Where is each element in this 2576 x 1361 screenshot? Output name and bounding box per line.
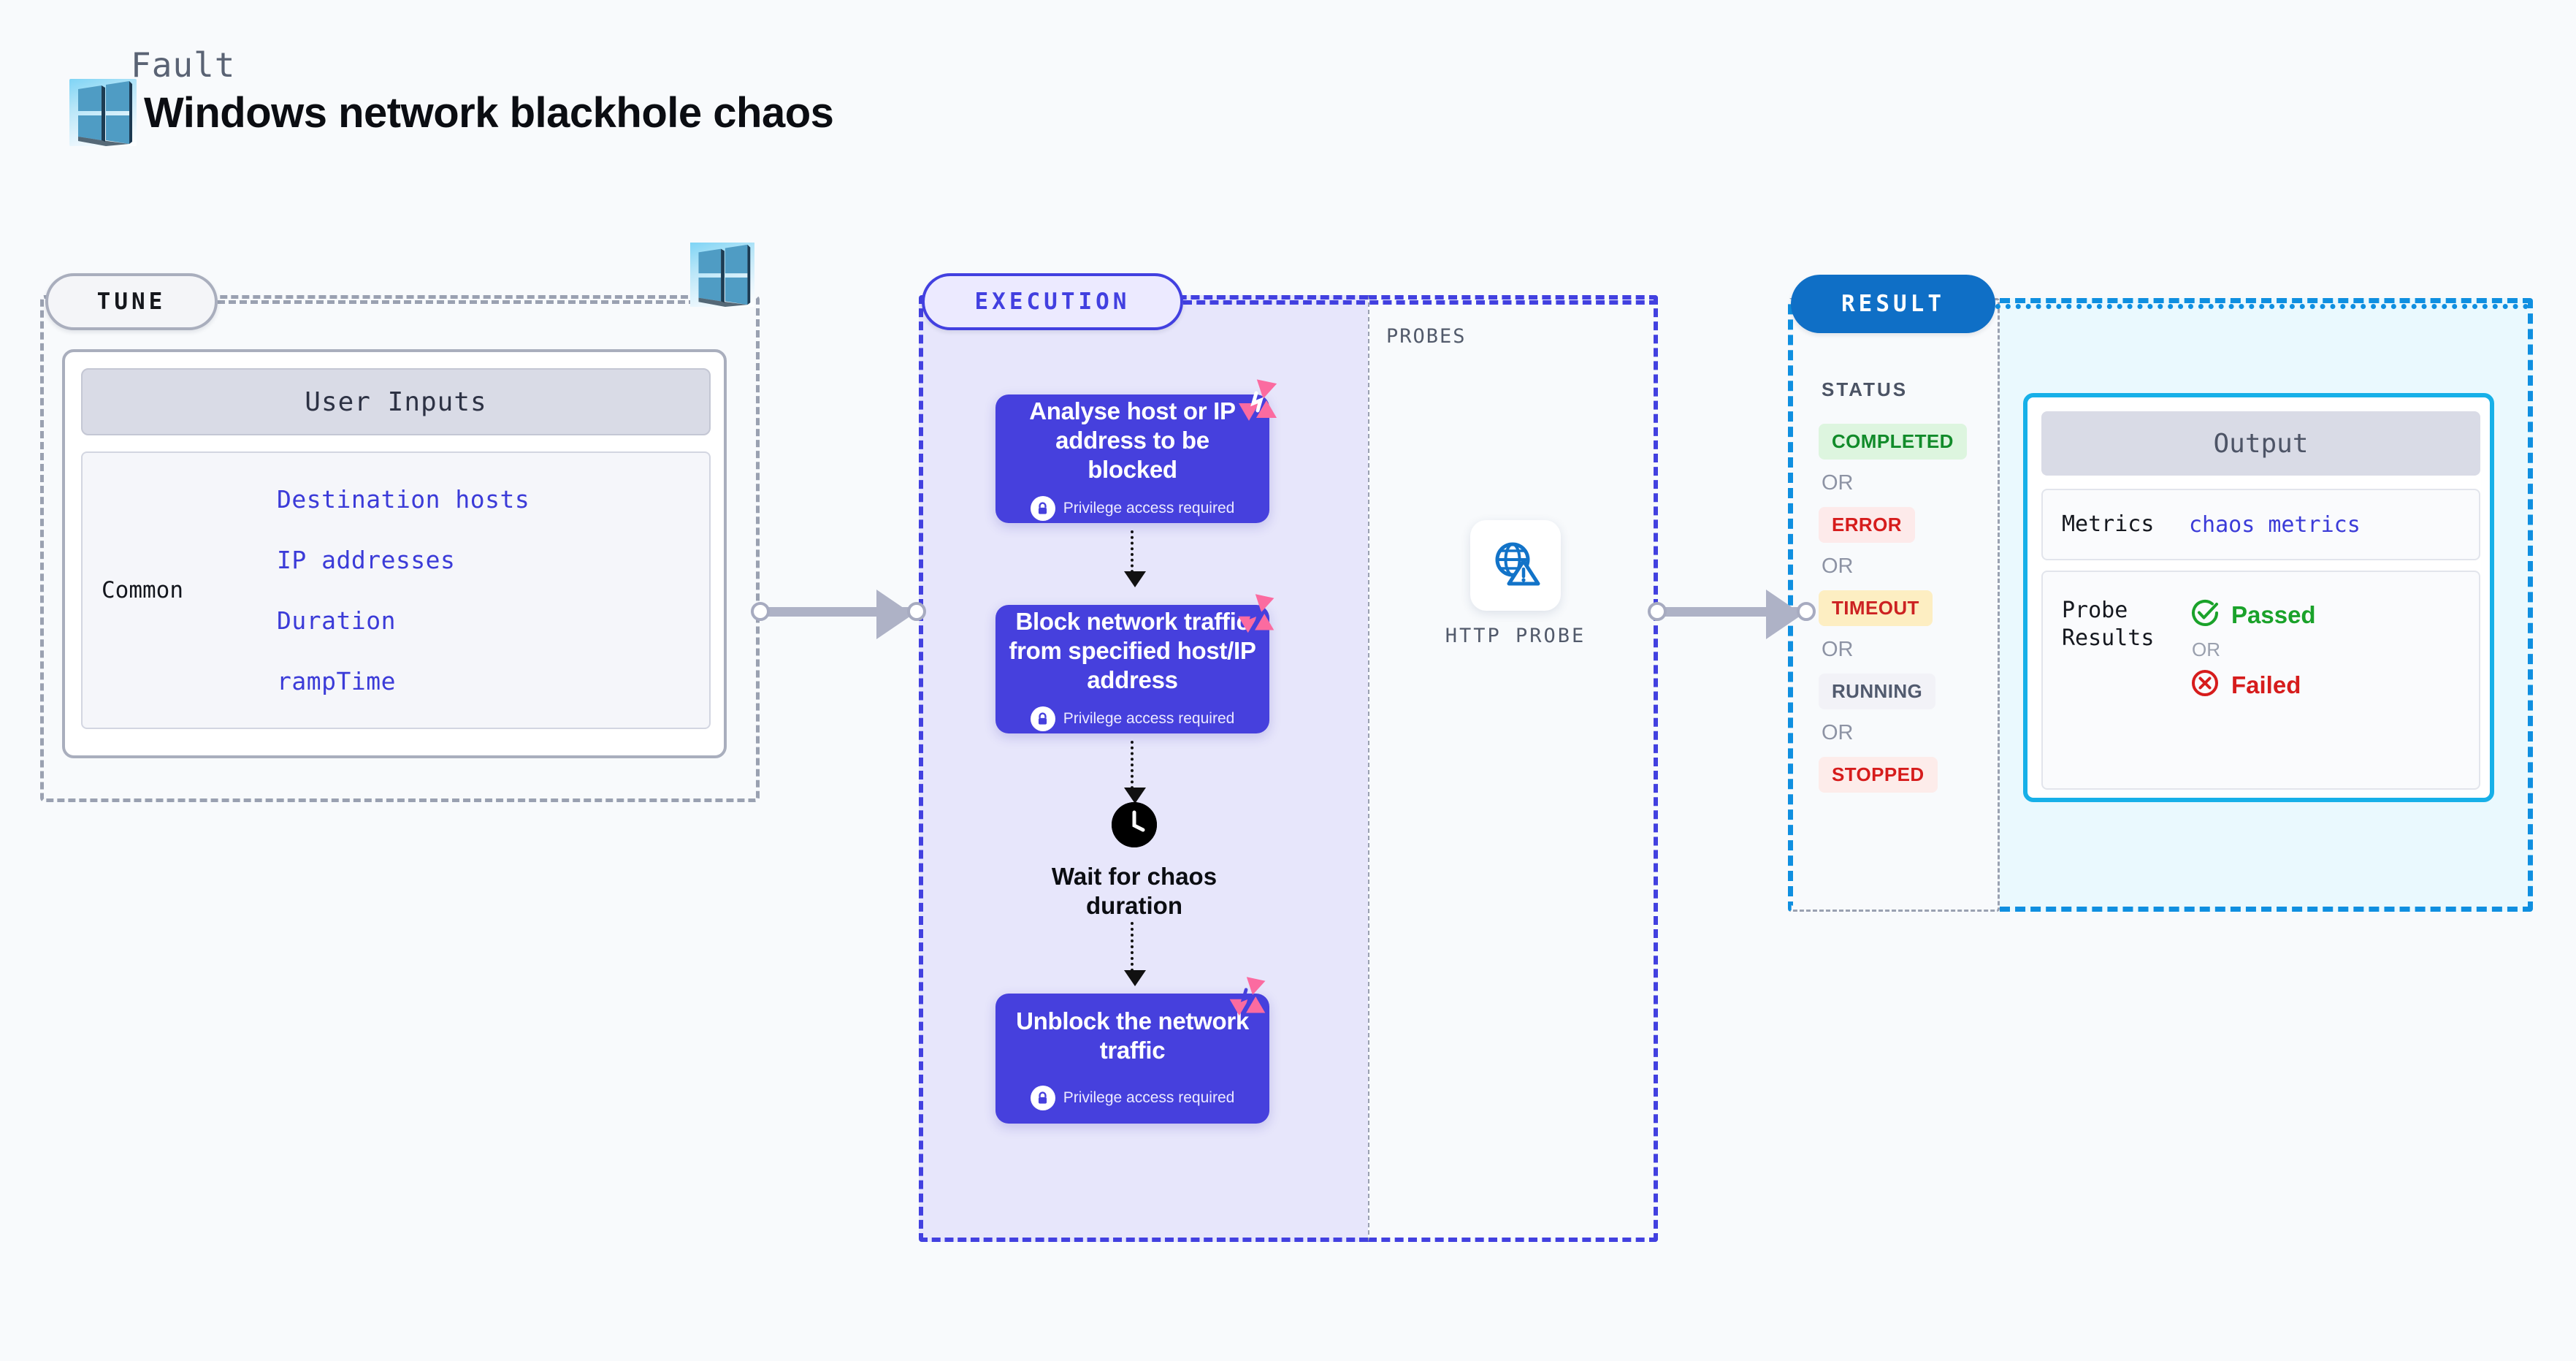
metrics-value-link[interactable]: chaos metrics [2189,511,2361,538]
globe-warning-icon [1488,537,1543,595]
or-separator: OR [1822,471,1854,495]
result-dash-line [1995,304,2529,309]
connector-execution-to-result [1648,590,1816,639]
result-section-pill[interactable]: RESULT [1791,275,1995,333]
x-circle-icon [2189,667,2221,703]
wait-for-chaos-duration-label: Wait for chaos duration [1051,863,1218,920]
connector-end-dot [1797,602,1816,621]
output-metrics-row: Metrics chaos metrics [2041,489,2480,560]
step-privilege-text: Privilege access required [1063,1089,1235,1107]
metrics-key-label: Metrics [2062,511,2155,538]
or-separator: OR [1822,638,1854,661]
execution-dash-line [1183,300,1658,305]
step-privilege-note: Privilege access required [1030,496,1235,522]
or-separator: OR [1822,554,1854,578]
chaos-fault-icon [1234,378,1280,427]
step-title: Analyse host or IP address to be blocked [1029,397,1236,484]
flow-arrow-3 [1124,922,1146,986]
lock-icon [1030,496,1055,522]
input-item-ramptime[interactable]: rampTime [277,667,396,695]
tune-section-pill[interactable]: TUNE [45,273,218,330]
output-card: Output Metrics chaos metrics Probe Resul… [2023,393,2494,802]
probes-section-label: PROBES [1386,325,1467,348]
probe-results-values: Passed OR Failed [2189,597,2316,703]
connector-arrowhead [1766,590,1803,639]
clock-icon [1112,802,1157,847]
common-group-label: Common [102,577,183,603]
input-item-destination-hosts[interactable]: Destination hosts [277,485,530,514]
title-row: Windows network blackhole chaos [69,79,834,146]
flow-arrow-1 [1124,530,1146,587]
connector-start-dot [751,602,770,621]
common-inputs-list: Destination hosts IP addresses Duration … [248,485,709,695]
or-separator: OR [2192,638,2220,660]
output-card-header: Output [2041,411,2480,476]
probe-card-http-probe[interactable] [1470,520,1561,611]
user-inputs-header: User Inputs [81,368,711,435]
input-item-ip-addresses[interactable]: IP addresses [277,546,456,574]
step-privilege-text: Privilege access required [1063,500,1235,517]
or-separator: OR [1822,721,1854,744]
chaos-fault-icon [1226,976,1268,1022]
output-probe-results-row: Probe Results Passed OR [2041,571,2480,790]
status-badge: COMPLETED [1819,424,1967,460]
step-card-unblock-traffic[interactable]: Unblock the network traffic Privilege ac… [995,994,1269,1124]
connector-tune-to-execution [751,590,926,639]
flow-arrow-2 [1124,741,1146,804]
step-privilege-note: Privilege access required [1030,1086,1235,1111]
user-inputs-card: User Inputs Common Destination hosts IP … [62,349,727,758]
probe-result-passed: Passed [2189,597,2316,633]
execution-section-pill[interactable]: EXECUTION [922,273,1183,330]
common-inputs-group: Common Destination hosts IP addresses Du… [81,451,711,729]
tune-dash-line [218,300,729,304]
connector-end-dot [907,602,926,621]
windows-logo-icon [69,79,137,146]
probe-label-http-probe: HTTP PROBE [1445,625,1586,647]
status-badge: ERROR [1819,507,1915,543]
probe-result-failed-label: Failed [2231,671,2301,698]
status-heading: STATUS [1822,378,1908,400]
step-card-block-traffic[interactable]: Block network traffic from specified hos… [995,605,1269,733]
connector-arrowhead [876,590,913,639]
lock-icon [1030,706,1055,732]
status-badge-list: COMPLETED OR ERROR OR TIMEOUT OR RUNNING… [1819,424,1994,793]
chaos-fault-icon [1234,593,1277,639]
step-title: Unblock the network traffic [1016,1007,1249,1064]
check-circle-icon [2189,597,2221,633]
tune-section [40,295,760,802]
status-badge: RUNNING [1819,674,1936,709]
page-title: Windows network blackhole chaos [144,88,834,137]
fault-kicker-label: Fault [131,45,236,85]
step-privilege-text: Privilege access required [1063,710,1235,728]
status-badge: STOPPED [1819,757,1938,793]
probe-result-failed: Failed [2189,667,2316,703]
connector-start-dot [1648,602,1667,621]
status-badge: TIMEOUT [1819,590,1933,626]
windows-logo-icon [690,243,754,307]
step-title: Block network traffic from specified hos… [1009,607,1256,694]
input-item-duration[interactable]: Duration [277,606,396,635]
page-header: Fault Windows network blackhole chaos [69,45,834,146]
probes-section [1368,295,1658,1242]
step-card-analyse-host[interactable]: Analyse host or IP address to be blocked… [995,394,1269,523]
probe-results-key-label: Probe Results [2062,598,2155,651]
lock-icon [1030,1086,1055,1111]
probe-result-passed-label: Passed [2231,601,2316,628]
step-privilege-note: Privilege access required [1030,706,1235,732]
